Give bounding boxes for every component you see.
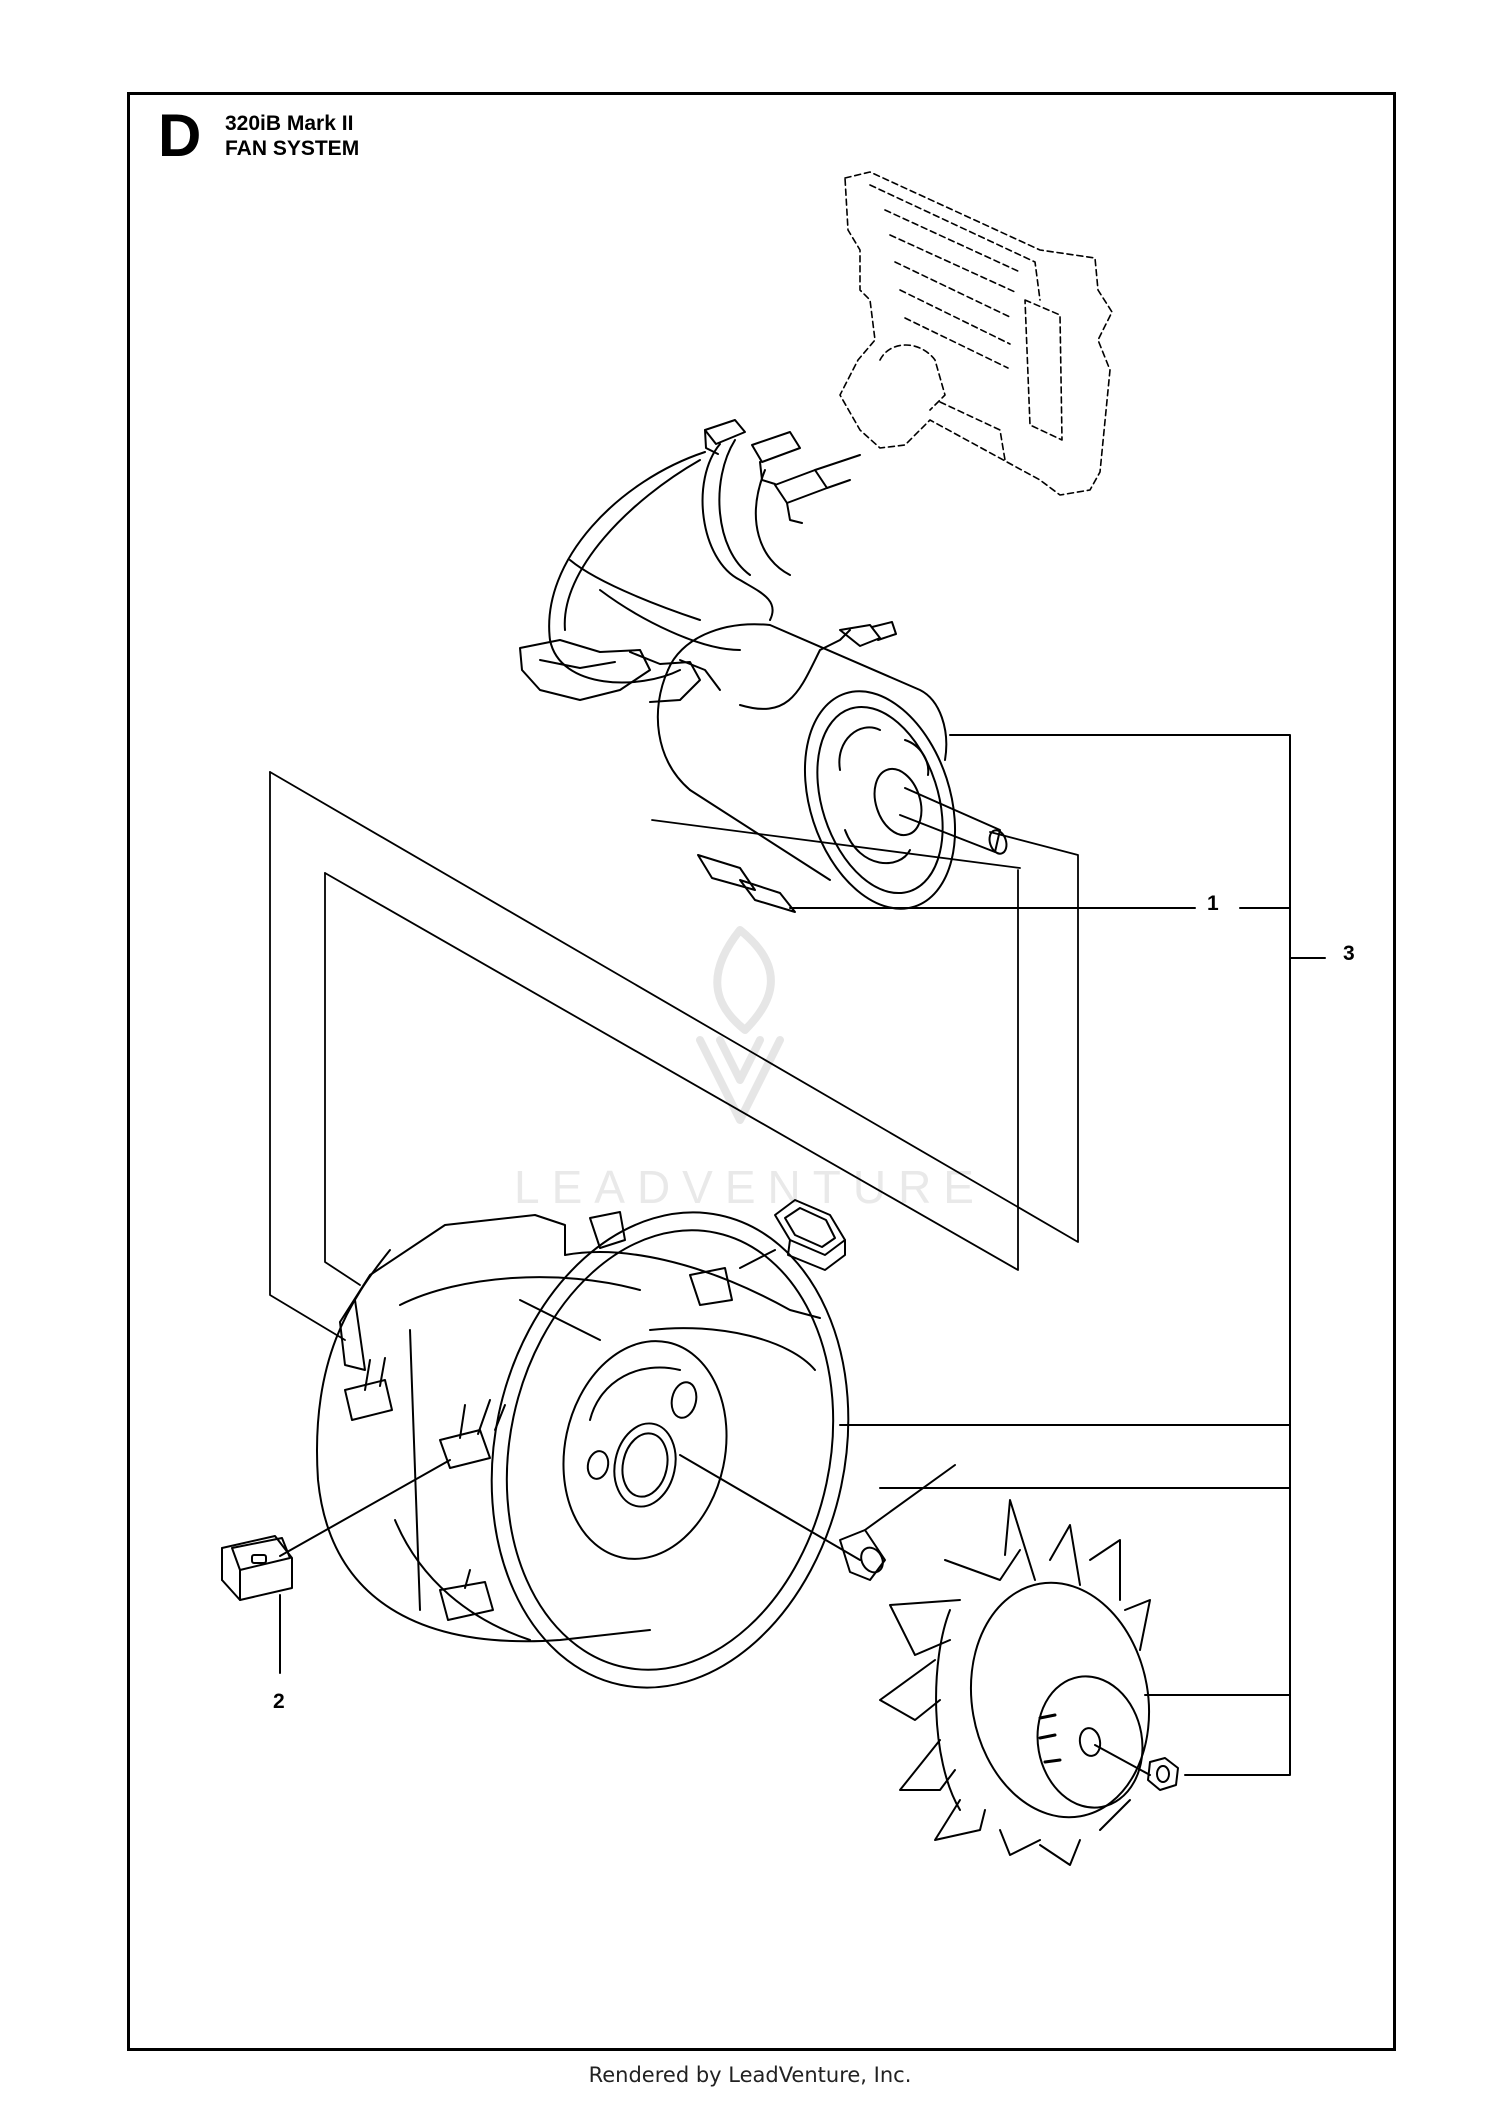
rectangular-seal (739, 1199, 846, 1271)
section-letter: D (158, 102, 202, 169)
impeller-fan (879, 1499, 1151, 1866)
screw (679, 1454, 956, 1581)
shroud-clips (344, 1211, 733, 1621)
system-title: FAN SYSTEM (225, 137, 360, 160)
model-title: 320iB Mark II (225, 112, 354, 135)
callout-part-3[interactable]: 3 (1343, 942, 1355, 965)
fan-shroud (316, 1211, 850, 1689)
housing-grille (839, 171, 1113, 496)
callout-part-2[interactable]: 2 (273, 1690, 285, 1713)
exploded-guide-lines (269, 771, 1079, 1341)
watermark-text: LEADVENTURE (514, 1161, 986, 1213)
watermark-logo-icon (696, 926, 784, 1124)
wire-harness (519, 419, 897, 710)
callout-part-1[interactable]: 1 (1207, 892, 1219, 915)
rubber-grommet-part-2 (221, 1459, 451, 1674)
hex-nut (1094, 1744, 1179, 1791)
fan-motor (656, 623, 1008, 913)
footer-credit: Rendered by LeadVenture, Inc. (588, 2063, 912, 2087)
callout-3-bracket (839, 734, 1326, 1776)
